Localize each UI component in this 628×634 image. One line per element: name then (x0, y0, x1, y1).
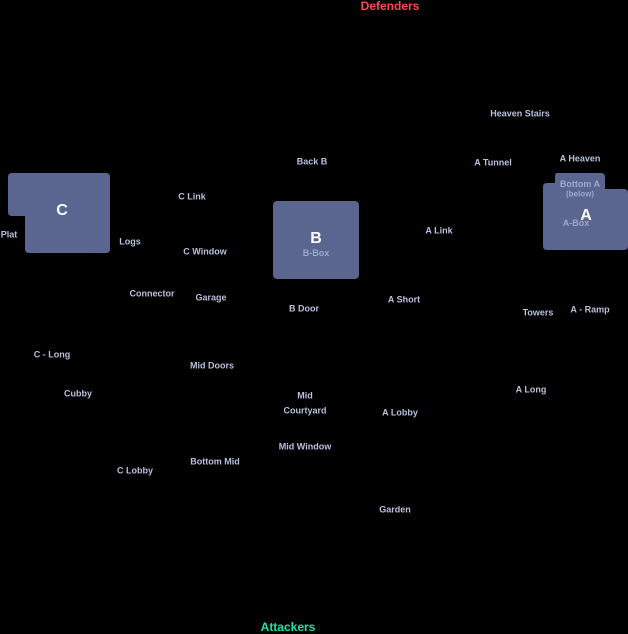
callout-bottom-mid: Bottom Mid (190, 456, 240, 467)
callout-a-heaven: A Heaven (559, 153, 601, 164)
callout-mid-doors: Mid Doors (190, 360, 234, 371)
callout-cubby: Cubby (64, 388, 92, 399)
callout-a-lobby: A Lobby (382, 407, 418, 418)
site-a-letter: A (580, 207, 592, 224)
bottom-a-note: (below) (566, 189, 594, 199)
callout-mid: Mid (297, 390, 313, 401)
callout-a-tunnel: A Tunnel (474, 157, 512, 168)
attackers-label: Attackers (260, 620, 316, 634)
bottom-a-label: Bottom A (559, 179, 601, 189)
callout-c-window: C Window (183, 246, 227, 257)
callout-garage: Garage (195, 292, 227, 303)
callout-b-door: B Door (289, 303, 319, 314)
site-b-area (273, 201, 359, 279)
callout-a-short: A Short (387, 294, 421, 305)
callout-a-long: A Long (515, 384, 547, 395)
callout-a-ramp: A - Ramp (570, 304, 610, 315)
defenders-label: Defenders (360, 0, 420, 13)
site-b-letter: B (310, 230, 322, 247)
callout-garden: Garden (379, 504, 411, 515)
callout-plat: Plat (0, 229, 18, 240)
b-box-label: B-Box (302, 248, 330, 258)
callout-c-lobby: C Lobby (117, 465, 153, 476)
callout-courtyard: Courtyard (283, 405, 327, 416)
callout-heaven-stairs: Heaven Stairs (490, 108, 550, 119)
callout-c-link: C Link (178, 191, 206, 202)
callout-connector: Connector (129, 288, 175, 299)
callout-logs: Logs (119, 236, 141, 247)
callout-towers: Towers (522, 307, 554, 318)
callout-back-b: Back B (296, 156, 328, 167)
callout-mid-window: Mid Window (278, 441, 332, 452)
callout-c-long: C - Long (33, 349, 71, 360)
site-c-letter: C (56, 202, 68, 219)
callout-a-link: A Link (425, 225, 453, 236)
a-box-label: A-Box (562, 218, 590, 228)
